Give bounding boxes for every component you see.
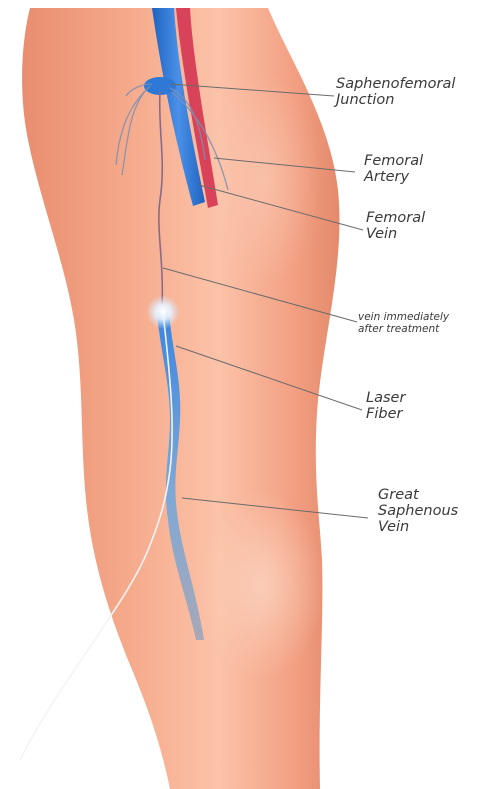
label-great-saphenous-vein: Great Saphenous Vein <box>378 487 458 536</box>
label-femoral-vein: Femoral Vein <box>366 210 425 242</box>
label-vein-after-treatment: vein immediately after treatment <box>358 311 449 336</box>
laser-tip-glow <box>146 295 180 329</box>
thigh-highlight <box>210 70 320 290</box>
label-saphenofemoral-junction: Saphenofemoral Junction <box>336 76 455 108</box>
label-laser-fiber: Laser Fiber <box>366 390 405 422</box>
knee-highlight <box>200 490 324 680</box>
label-femoral-artery: Femoral Artery <box>364 153 423 185</box>
